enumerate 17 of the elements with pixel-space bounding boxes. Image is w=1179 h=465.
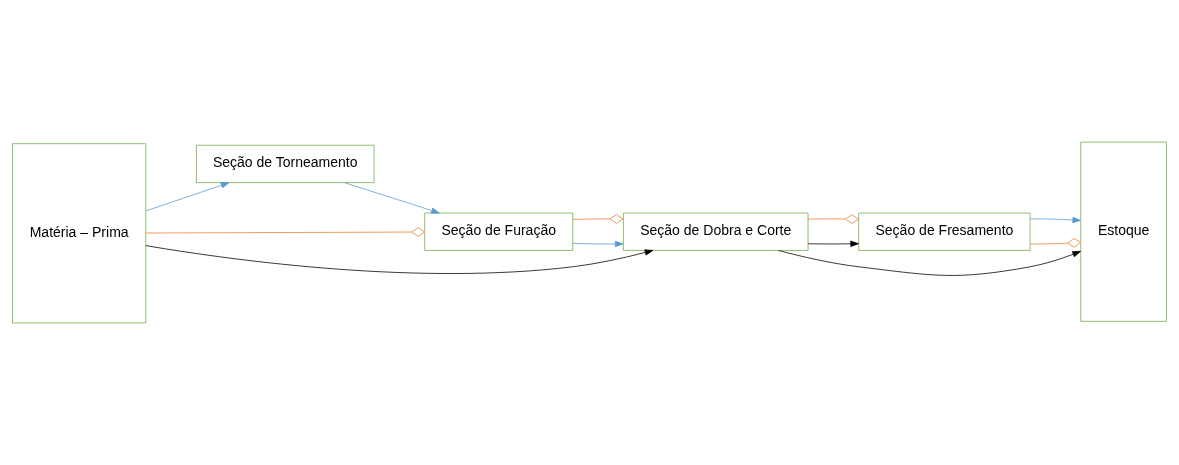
arrow [344,182,440,214]
node-box: Seção de Torneamento [196,144,375,183]
node-box: Matéria – Prima [12,143,147,324]
arrow [807,240,859,247]
connector [1030,238,1081,248]
node-box: Seção de Fresamento [858,212,1031,251]
connector [145,227,425,237]
arrow [1030,216,1081,224]
arrow [145,182,230,212]
arrow [145,245,654,274]
connector [572,214,624,224]
node-box: Seção de Dobra e Corte [623,212,809,251]
connector [807,214,859,224]
node-box: Estoque [1080,141,1167,322]
arrow [572,240,624,248]
node-box: Seção de Furação [424,212,574,251]
arrow [778,250,1081,276]
